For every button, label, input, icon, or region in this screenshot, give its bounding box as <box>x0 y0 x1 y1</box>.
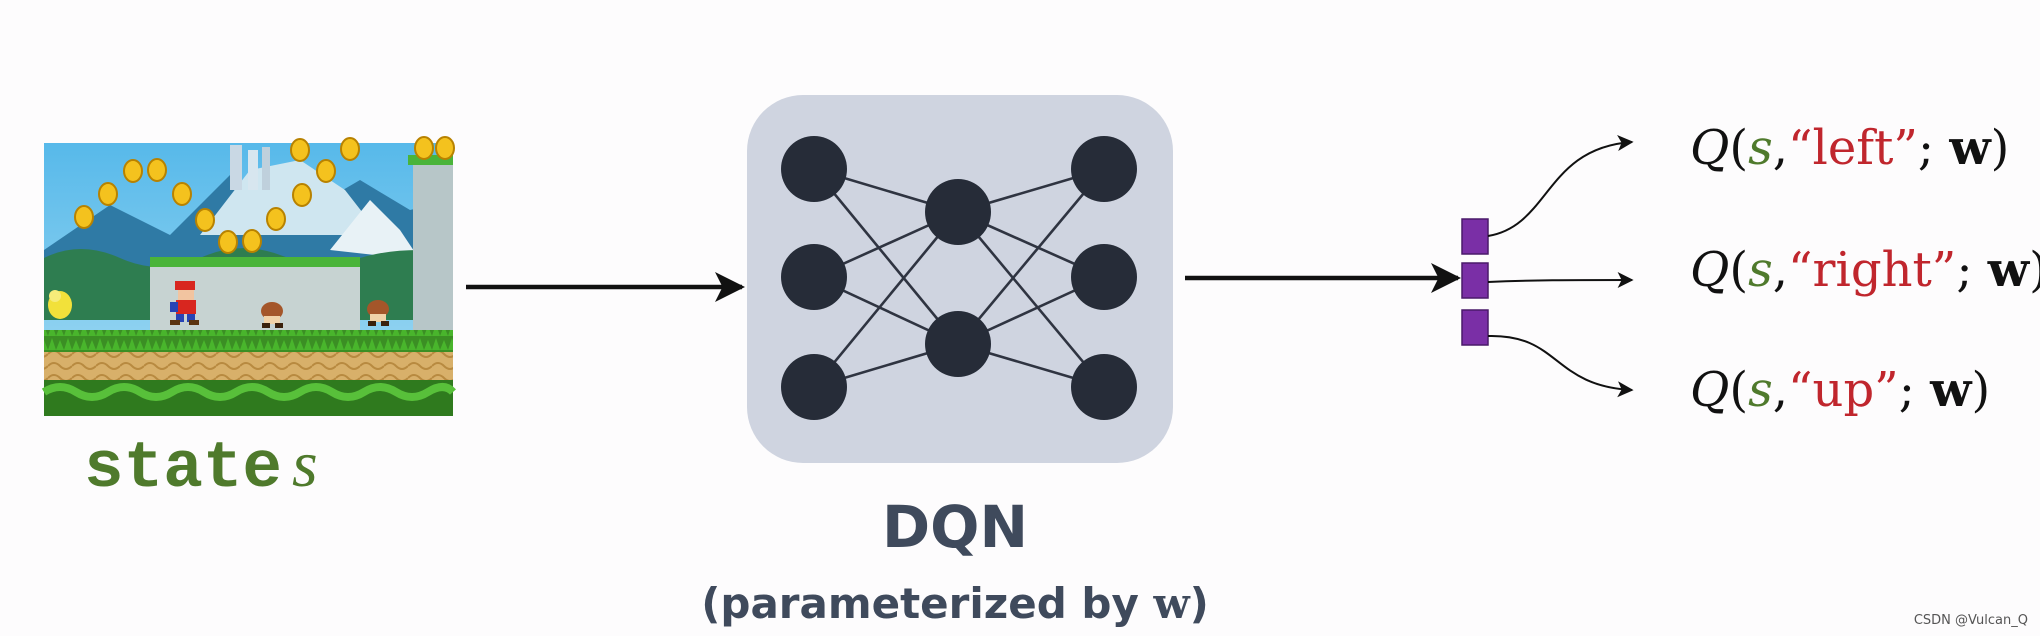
nn-node-hidden-2 <box>925 311 991 377</box>
output-cell-right <box>1461 262 1489 299</box>
q-symbol: Q <box>1690 242 1730 298</box>
q-state: s <box>1748 362 1773 418</box>
q-label-right: Q(s,“right”; w) <box>1690 246 2040 294</box>
state-variable: s <box>292 428 318 501</box>
output-cell-left <box>1461 218 1489 255</box>
q-semicolon: ; <box>1898 362 1915 418</box>
nn-node-input-2 <box>781 244 847 310</box>
q-paren-close: ) <box>1971 362 1991 418</box>
q-action: “left” <box>1788 120 1918 176</box>
watermark: CSDN @Vulcan_Q <box>1913 613 2028 628</box>
nn-node-input-3 <box>781 354 847 420</box>
dqn-subtitle-text: (parameterized by <box>701 579 1139 628</box>
neural-network <box>747 95 1173 463</box>
arrow-to-q-left <box>1487 135 1634 237</box>
q-label-up: Q(s,“up”; w) <box>1690 366 1990 414</box>
arrow-to-q-up <box>1487 334 1634 398</box>
nn-node-output-2 <box>1071 244 1137 310</box>
q-comma: , <box>1772 120 1788 176</box>
q-paren-close: ) <box>1990 120 2010 176</box>
nn-node-hidden-1 <box>925 179 991 245</box>
q-symbol: Q <box>1690 120 1730 176</box>
q-symbol: Q <box>1690 362 1730 418</box>
q-semicolon: ; <box>1956 242 1973 298</box>
neural-network-box <box>747 95 1173 463</box>
output-cell-up <box>1461 309 1489 346</box>
q-paren-open: ( <box>1729 120 1749 176</box>
q-comma: , <box>1772 242 1788 298</box>
q-label-left: Q(s,“left”; w) <box>1690 124 2009 172</box>
q-weights: w <box>1949 120 1991 176</box>
nn-node-output-1 <box>1071 136 1137 202</box>
q-action: “up” <box>1788 362 1899 418</box>
output-vector <box>1461 218 1489 346</box>
dqn-subtitle-var: w <box>1153 579 1190 628</box>
state-label-text: state <box>84 431 283 506</box>
q-weights: w <box>1930 362 1972 418</box>
q-paren-open: ( <box>1729 242 1749 298</box>
nn-node-output-3 <box>1071 354 1137 420</box>
dqn-subtitle: (parameterized by w) <box>0 583 1910 625</box>
q-paren-close: ) <box>2029 242 2040 298</box>
nn-node-input-1 <box>781 136 847 202</box>
dqn-title: DQN <box>882 493 1028 561</box>
q-action: “right” <box>1788 242 1957 298</box>
game-screenshot <box>41 136 456 416</box>
q-weights: w <box>1987 242 2030 298</box>
q-comma: , <box>1772 362 1788 418</box>
q-state: s <box>1748 120 1773 176</box>
q-paren-open: ( <box>1729 362 1749 418</box>
dqn-subtitle-close: ) <box>1189 579 1209 628</box>
q-state: s <box>1748 242 1773 298</box>
arrow-to-q-right <box>1487 272 1634 289</box>
q-semicolon: ; <box>1917 120 1935 176</box>
